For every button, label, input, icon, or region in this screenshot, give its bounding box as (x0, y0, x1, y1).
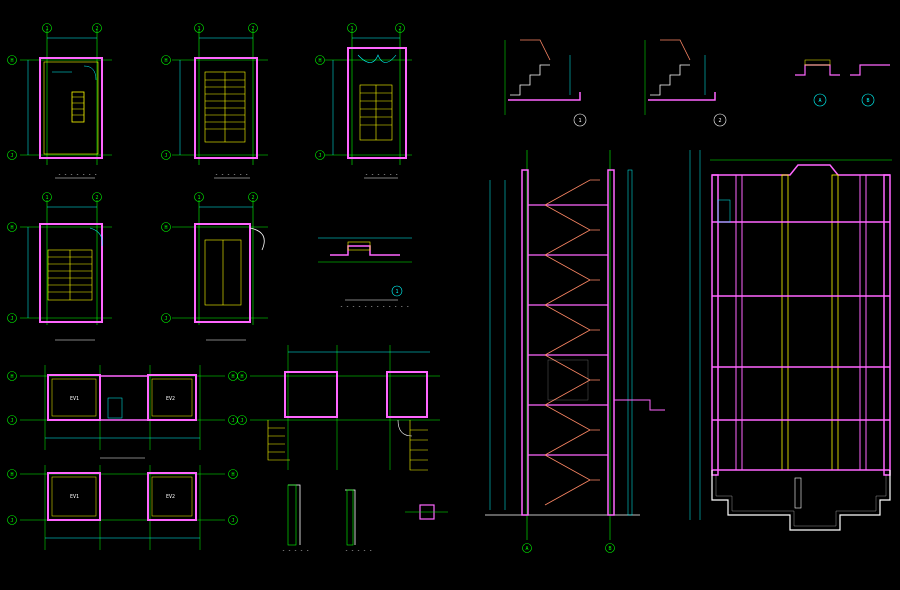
building-section-right (689, 150, 892, 531)
grid-label: J (11, 418, 14, 424)
grid-label: B (609, 546, 612, 552)
grid-label: A (526, 546, 529, 552)
grid-bubbles-plan-5: 1 2 H J (161, 192, 258, 323)
grid-label: J (165, 153, 168, 159)
grid-label: H (232, 472, 235, 478)
svg-text:- - - - - -: - - - - - - (365, 172, 398, 178)
grid-label: 2 (399, 26, 402, 32)
grid-label: 2 (252, 195, 255, 201)
detail-marker: 1 (396, 289, 399, 295)
grid-label: 2 (96, 195, 99, 201)
room-label: EV2 (166, 396, 175, 402)
detail-marker: 2 (719, 118, 722, 124)
grid-label: H (11, 225, 14, 231)
stair-plan-2: - - - - - - (172, 30, 268, 179)
grid-label: H (11, 58, 14, 64)
grid-label: 1 (46, 26, 49, 32)
grid-label: H (11, 472, 14, 478)
svg-text:- - - - - - - - - - - -: - - - - - - - - - - - - (340, 304, 409, 310)
grid-label: J (232, 518, 235, 524)
svg-text:- - - - - -: - - - - - - (215, 172, 248, 178)
detail-marker: B (867, 98, 870, 104)
grid-label: J (11, 316, 14, 322)
lift-lobby-plan-2: EV1 EV2 (20, 465, 225, 550)
grid-bubbles-plan-1: 1 2 H J (7, 23, 102, 160)
grid-label: H (232, 374, 235, 380)
grid-label: H (165, 58, 168, 64)
stair-detail-2: 2 (644, 39, 727, 127)
grid-label: H (241, 374, 244, 380)
step-details-ab: A B (795, 59, 890, 107)
grid-label: J (165, 316, 168, 322)
wall-details: - - - - - - - - - - (282, 484, 448, 554)
grid-bubbles-lobby-stair: H J (237, 371, 247, 425)
grid-label: J (11, 153, 14, 159)
grid-label: 1 (351, 26, 354, 32)
room-label: EV2 (166, 494, 175, 500)
room-label: EV1 (70, 396, 79, 402)
grid-label: 1 (198, 26, 201, 32)
svg-text:- - - - -: - - - - - (345, 548, 372, 554)
stair-plan-4 (20, 200, 112, 341)
grid-label: J (319, 153, 322, 159)
detail-section-small: - - - - - - - - - - - - 1 (318, 237, 412, 310)
grid-label: 2 (96, 26, 99, 32)
stair-plan-3: - - - - - - (325, 30, 412, 179)
room-label: EV1 (70, 494, 79, 500)
svg-text:- - - - - - -: - - - - - - - (58, 172, 97, 178)
stair-plan-1: - - - - - - - (20, 30, 112, 179)
lobby-stair-plan (250, 345, 440, 471)
detail-marker: A (819, 98, 822, 104)
grid-bubbles-plan-2: 1 2 H J (161, 23, 258, 160)
grid-label: J (11, 518, 14, 524)
detail-marker: 1 (579, 118, 582, 124)
grid-bubbles-plan-4: 1 2 H J (7, 192, 102, 323)
grid-label: 1 (198, 195, 201, 201)
grid-label: H (11, 374, 14, 380)
grid-bubbles-lobby-2: H J H J (7, 469, 238, 525)
stair-detail-1: 1 (504, 39, 587, 127)
grid-label: H (165, 225, 168, 231)
grid-label: 2 (252, 26, 255, 32)
grid-label: J (232, 418, 235, 424)
grid-label: 1 (46, 195, 49, 201)
grid-bubbles-plan-3: 1 2 H J (315, 23, 405, 160)
stair-section-main (485, 150, 665, 540)
svg-text:- - - - -: - - - - - (282, 548, 309, 554)
lift-lobby-plan-1: EV1 EV2 (20, 365, 225, 459)
stair-plan-5 (172, 200, 268, 341)
grid-label: J (241, 418, 244, 424)
grid-label: H (319, 58, 322, 64)
grid-bubbles-section-main: A B (522, 543, 615, 553)
